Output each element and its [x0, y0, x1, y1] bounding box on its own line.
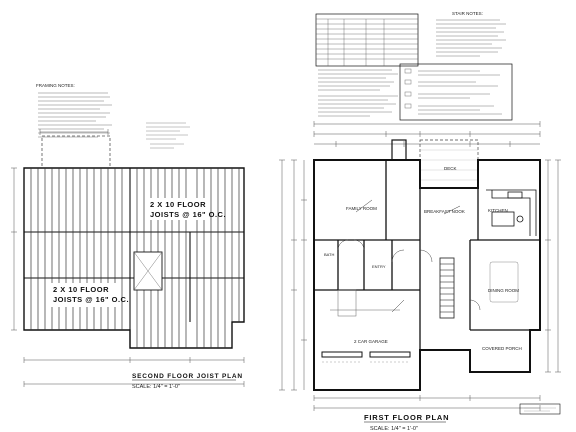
room-family-room: FAMILY ROOM — [346, 206, 377, 211]
schedule-table — [315, 13, 419, 67]
framing-notes-title: FRAMING NOTES: — [36, 83, 75, 88]
joist-label-1-line2: JOISTS @ 16" O.C. — [150, 210, 226, 219]
room-entry: ENTRY — [372, 264, 386, 269]
deck-boards — [420, 149, 478, 181]
room-kitchen: KITCHEN — [488, 208, 508, 213]
right-dimensions — [545, 159, 561, 373]
door-swings — [337, 239, 481, 311]
framing-notes: FRAMING NOTES: — [36, 83, 112, 138]
left-dimensions — [279, 159, 307, 391]
general-notes — [318, 69, 398, 117]
interior-walls — [314, 160, 540, 350]
bottom-dimensions — [313, 395, 541, 411]
room-bath: BATH — [324, 252, 334, 257]
room-garage: 2 CAR GARAGE — [354, 339, 388, 344]
room-deck: DECK — [444, 166, 457, 171]
callouts — [355, 199, 461, 313]
joist-top-dimension — [39, 129, 109, 135]
room-dining-room: DINING ROOM — [488, 288, 519, 293]
joist-label-1-bg — [146, 198, 208, 220]
first-floor-title: FIRST FLOOR PLAN — [364, 413, 449, 422]
joist-bottom-dimension — [23, 357, 245, 387]
stair-notes-title: STAIR NOTES: — [452, 11, 483, 16]
joist-label-1-line1: 2 X 10 FLOOR — [150, 200, 206, 209]
bay-outline — [41, 135, 111, 169]
joist-plan: FRAMING NOTES: — [11, 83, 245, 390]
joist-label-2-line2: JOISTS @ 16" O.C. — [53, 295, 129, 304]
legend-box — [399, 63, 513, 121]
stair-opening-hatch — [133, 251, 163, 291]
joist-plan-scale: SCALE: 1/4" = 1'-0" — [132, 384, 180, 390]
garage-doors — [321, 351, 411, 358]
room-covered-porch: COVERED PORCH — [482, 346, 522, 351]
stairs — [439, 257, 455, 319]
room-breakfast-nook: BREAKFAST NOOK — [424, 209, 465, 214]
top-dimensions — [313, 121, 541, 147]
drawing-stamp — [519, 403, 561, 415]
joist-label-2-line1: 2 X 10 FLOOR — [53, 285, 109, 294]
deck-outline — [419, 139, 479, 189]
stair-notes: STAIR NOTES: — [436, 11, 506, 57]
first-floor-scale: SCALE: 1/4" = 1'-0" — [370, 426, 418, 432]
first-floor-plan: STAIR NOTES: — [279, 11, 561, 432]
joist-label-2-bg — [50, 283, 116, 307]
joist-left-dimension — [11, 167, 17, 331]
garage-details — [330, 289, 400, 317]
dining-table — [489, 261, 519, 303]
framing-callouts — [146, 122, 190, 149]
kitchen-counters — [486, 189, 537, 236]
joist-plan-title: SECOND FLOOR JOIST PLAN — [132, 373, 243, 380]
room-labels: FAMILY ROOM BREAKFAST NOOK KITCHEN DECK … — [324, 166, 522, 351]
